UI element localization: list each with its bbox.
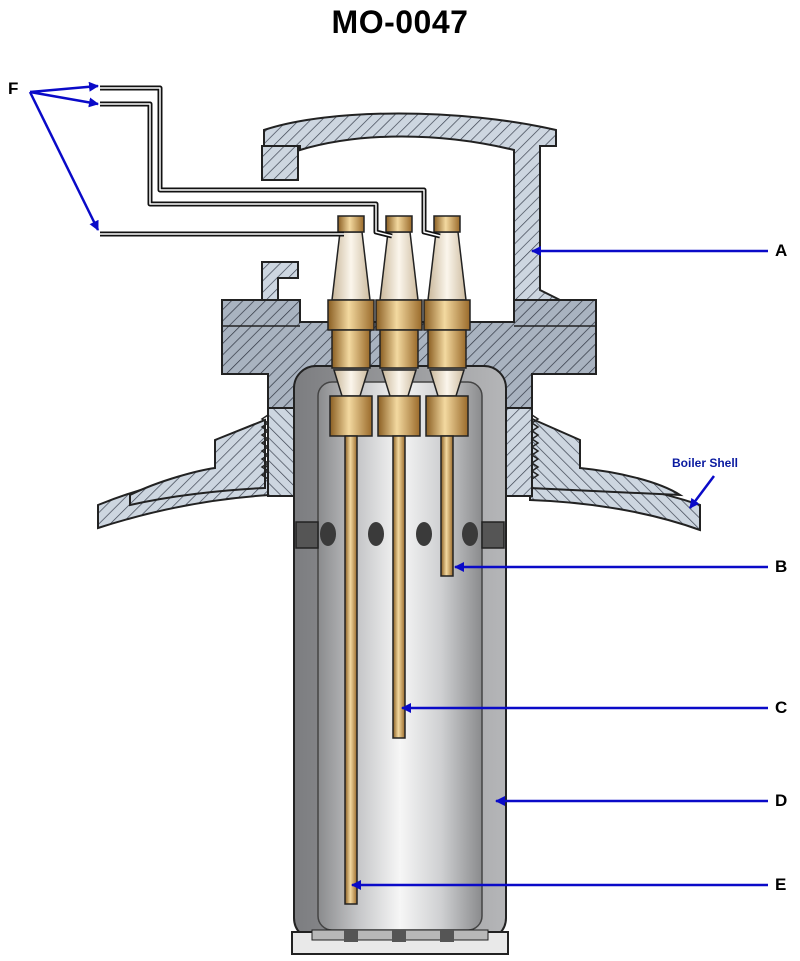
diagram-title: MO-0047 <box>331 4 469 40</box>
label-b: B <box>775 557 788 576</box>
label-e: E <box>775 875 787 894</box>
label-boiler-shell: Boiler Shell <box>672 456 739 470</box>
label-f: F <box>8 79 19 98</box>
terminal-cover <box>261 112 561 301</box>
boiler-shell <box>97 416 701 532</box>
label-c: C <box>775 698 788 717</box>
electrode-left <box>327 215 375 905</box>
label-a: A <box>775 241 788 260</box>
electrode-right <box>423 215 471 577</box>
callout-arrows <box>28 81 768 890</box>
electrode-middle <box>375 215 423 739</box>
label-d: D <box>775 791 788 810</box>
